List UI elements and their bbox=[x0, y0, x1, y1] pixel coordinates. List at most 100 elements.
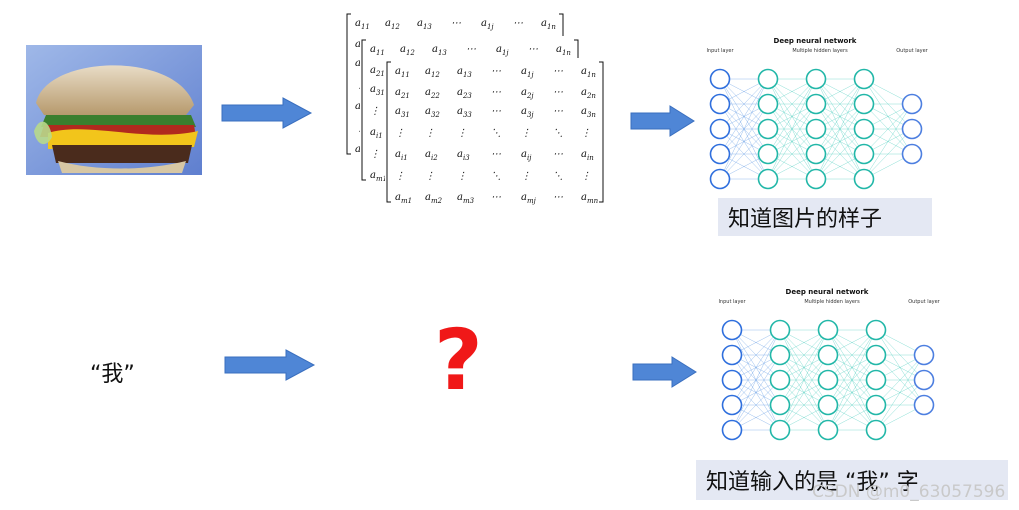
network-edge bbox=[767, 128, 817, 180]
matrix-cell: am1 bbox=[395, 192, 412, 205]
matrix-cell: ain bbox=[581, 149, 594, 162]
network-edge bbox=[827, 329, 877, 381]
network-edge bbox=[731, 329, 781, 406]
input-node bbox=[709, 68, 731, 90]
matrix-cell: a1n bbox=[581, 66, 596, 79]
hidden-node bbox=[769, 319, 791, 341]
matrix-cell: a3j bbox=[521, 106, 534, 119]
matrix-cell: a1j bbox=[496, 44, 509, 57]
network-edge bbox=[767, 78, 817, 130]
matrix-cell: ai3 bbox=[457, 149, 470, 162]
matrix-cell: a21 bbox=[370, 65, 385, 78]
neural-network-top: Deep neural network Input layer Multiple… bbox=[700, 34, 940, 194]
matrix-cell: ⋮ bbox=[395, 128, 405, 139]
network-edge bbox=[719, 103, 769, 180]
network-edge bbox=[875, 354, 925, 406]
network-edge bbox=[875, 379, 925, 431]
matrix-cell: ⋱ bbox=[553, 171, 563, 182]
matrix-cell: a33 bbox=[457, 106, 472, 119]
input-node bbox=[721, 369, 743, 391]
network-edge bbox=[731, 379, 781, 431]
hidden-node bbox=[769, 394, 791, 416]
network-edge bbox=[767, 78, 817, 180]
hidden-node bbox=[865, 344, 887, 366]
network-edge bbox=[779, 329, 829, 431]
hidden-node bbox=[769, 344, 791, 366]
hidden-node bbox=[757, 168, 779, 190]
matrix-cell: a13 bbox=[417, 18, 432, 31]
input-node bbox=[721, 394, 743, 416]
hidden-node bbox=[865, 319, 887, 341]
hidden-node bbox=[853, 68, 875, 90]
input-node bbox=[709, 118, 731, 140]
matrix-cell: a31 bbox=[370, 84, 385, 97]
hidden-node bbox=[769, 369, 791, 391]
hidden-node bbox=[805, 168, 827, 190]
arrow-right-4 bbox=[632, 356, 697, 388]
matrix-cell: ⋯ bbox=[553, 106, 563, 117]
input-node bbox=[721, 344, 743, 366]
matrix-cell: a21 bbox=[395, 87, 410, 100]
hidden-layers-label: Multiple hidden layers bbox=[804, 299, 860, 305]
matrix-cell: a23 bbox=[457, 87, 472, 100]
matrix-cell: ⋮ bbox=[425, 171, 435, 182]
matrix-cell: ⋱ bbox=[553, 128, 563, 139]
network-edge bbox=[767, 78, 817, 155]
watermark: CSDN @m0_63057596 bbox=[812, 482, 1006, 502]
hidden-node bbox=[817, 344, 839, 366]
matrix-cell: ⋱ bbox=[491, 128, 501, 139]
caption-top: 知道图片的样子 bbox=[718, 198, 932, 236]
hidden-node bbox=[817, 419, 839, 441]
hidden-node bbox=[853, 93, 875, 115]
matrix-cell: am1 bbox=[370, 170, 387, 183]
matrix-cell: ⋯ bbox=[491, 106, 501, 117]
network-edge bbox=[827, 379, 877, 431]
matrix-cell: a2n bbox=[581, 87, 596, 100]
hidden-node bbox=[805, 68, 827, 90]
hidden-node bbox=[805, 93, 827, 115]
matrix-cell: ⋮ bbox=[370, 106, 380, 117]
matrix-cell: ⋯ bbox=[553, 192, 563, 203]
hidden-node bbox=[853, 143, 875, 165]
caption-bottom: 知道输入的是 “我” 字 bbox=[696, 460, 1008, 500]
matrix-cell: ⋮ bbox=[425, 128, 435, 139]
matrix-cell: ⋯ bbox=[491, 66, 501, 77]
input-node bbox=[721, 419, 743, 441]
matrix-cell: ai2 bbox=[425, 149, 438, 162]
hidden-node bbox=[817, 369, 839, 391]
network-edge bbox=[875, 354, 925, 431]
burger-photo bbox=[26, 45, 202, 175]
hidden-node bbox=[757, 93, 779, 115]
network-edge bbox=[719, 78, 769, 130]
matrix-cell: ⋮ bbox=[521, 128, 531, 139]
input-layer-label: Input layer bbox=[718, 299, 746, 305]
matrix-cell: am2 bbox=[425, 192, 443, 205]
matrix-cell: a1n bbox=[541, 18, 556, 31]
network-edge bbox=[815, 103, 865, 180]
network-edge bbox=[719, 78, 769, 180]
matrix-cell: ⋯ bbox=[451, 18, 461, 29]
network-title: Deep neural network bbox=[774, 37, 857, 45]
network-edge bbox=[827, 354, 877, 431]
network-edge bbox=[779, 329, 829, 406]
input-character: “我” bbox=[90, 362, 135, 387]
matrix-cell: ⋯ bbox=[553, 149, 563, 160]
matrix-cell: a3n bbox=[581, 106, 596, 119]
input-node bbox=[709, 168, 731, 190]
hidden-node bbox=[805, 143, 827, 165]
network-edge bbox=[827, 329, 877, 406]
input-node bbox=[721, 319, 743, 341]
network-edge bbox=[731, 354, 781, 431]
matrix-cell: ⋯ bbox=[513, 18, 523, 29]
matrix-cell: ai1 bbox=[370, 127, 383, 140]
output-layer-label: Output layer bbox=[908, 299, 940, 305]
matrix-cell: a22 bbox=[425, 87, 440, 100]
network-edge bbox=[719, 78, 769, 155]
hidden-node bbox=[757, 68, 779, 90]
network-title: Deep neural network bbox=[786, 288, 869, 296]
matrix-cell: a12 bbox=[425, 66, 440, 79]
matrix-cell: ⋮ bbox=[457, 171, 467, 182]
network-edge bbox=[767, 103, 817, 180]
network-edge bbox=[779, 329, 829, 381]
matrix-cell: amn bbox=[581, 192, 599, 205]
